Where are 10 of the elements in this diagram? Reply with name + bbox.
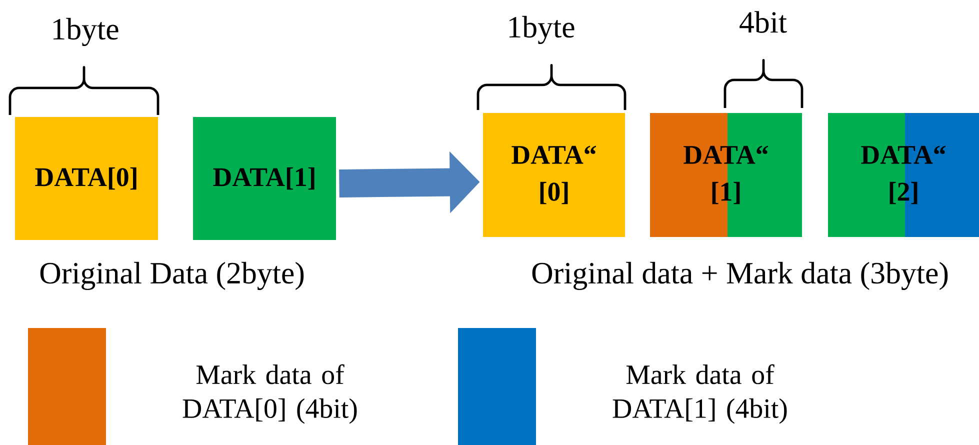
brace-label: 1byte: [509, 16, 574, 44]
legend-text: Mark data of DATA[1] (4bit): [612, 364, 787, 424]
data-box: DATA[0]: [15, 116, 158, 240]
legend-text: Mark data of DATA[0] (4bit): [182, 364, 357, 424]
caption: Original Data (2byte): [40, 262, 304, 290]
data-box: DATA“ [0]: [483, 112, 625, 237]
caption: Original data + Mark data (3byte): [532, 262, 948, 290]
brace-label: 1byte: [53, 18, 118, 46]
brace-label: 4bit: [740, 11, 787, 33]
data-box: DATA[1]: [193, 116, 336, 240]
